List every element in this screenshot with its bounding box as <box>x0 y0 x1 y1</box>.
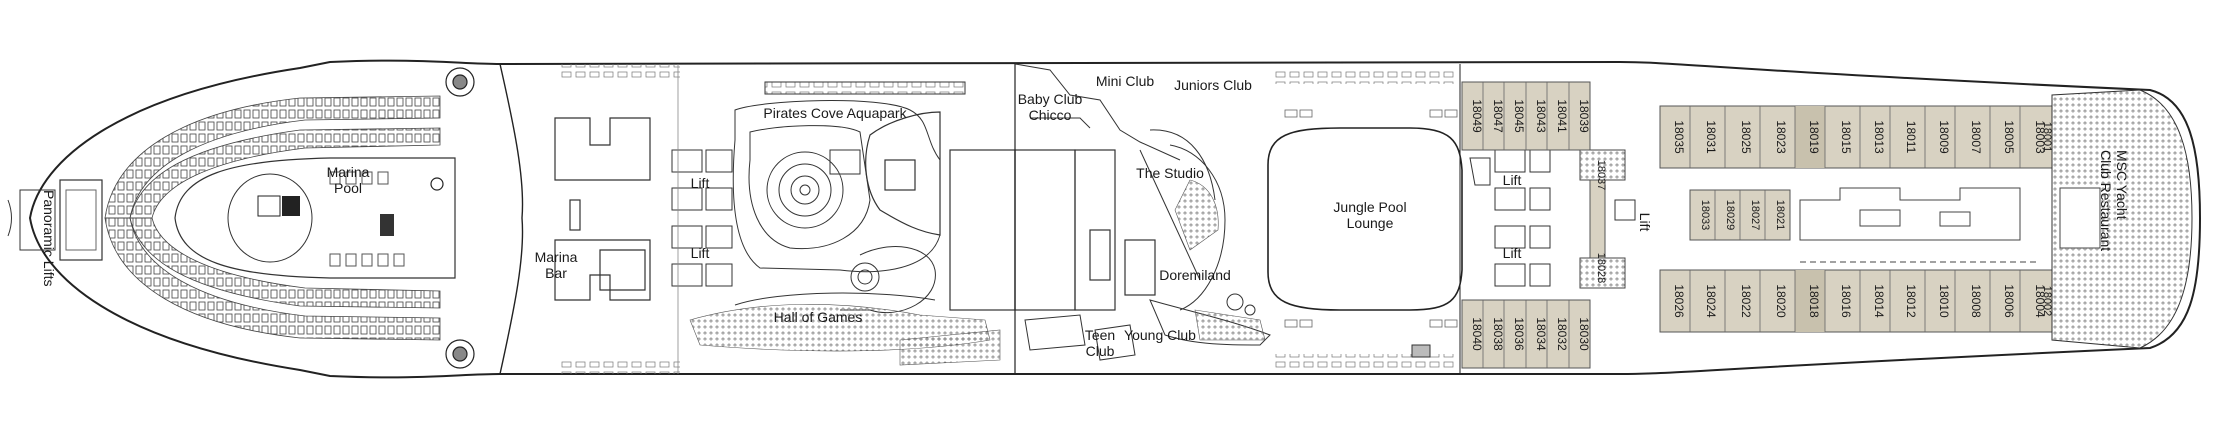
hull-outline <box>28 59 2202 379</box>
